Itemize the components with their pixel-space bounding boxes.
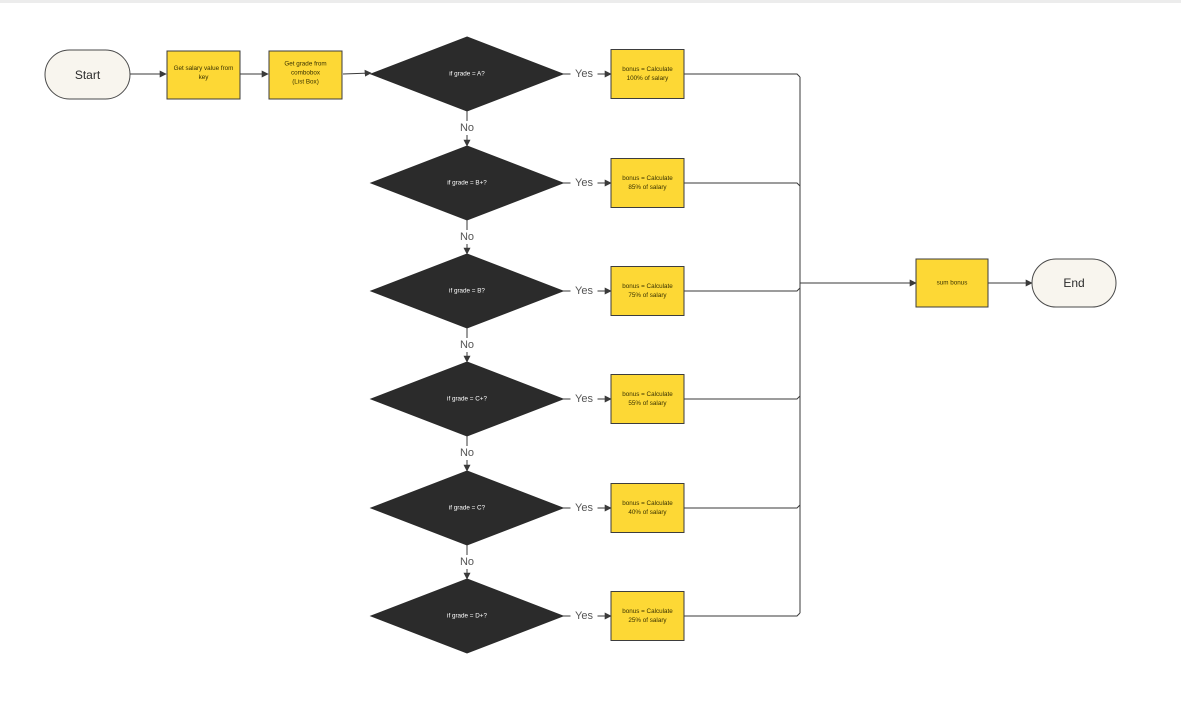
nodes-layer: Start Get salary value from key Get grade f… [44, 36, 1117, 654]
calc-to-merge-line [684, 395, 801, 400]
process-box-shape [610, 158, 685, 208]
decision-5[interactable]: if grade = C? [369, 470, 565, 546]
no-label-bg [457, 121, 477, 135]
decision-diamond-shape [369, 361, 565, 437]
bonus-calc-box-2[interactable]: bonus = Calculate 85% of salary [610, 158, 685, 208]
no-label-bg [457, 338, 477, 352]
no-label: No [460, 122, 474, 134]
step-get-salary-text: key [199, 74, 210, 81]
canvas-top-border [0, 0, 1181, 3]
bonus-calc-text: bonus = Calculate [622, 608, 673, 615]
decision-label: if grade = A? [449, 71, 485, 78]
decision-diamond-shape [369, 578, 565, 654]
decision-diamond-shape [369, 36, 565, 112]
bonus-calc-text: bonus = Calculate [622, 500, 673, 507]
sum-bonus-box[interactable]: sum bonus [915, 258, 989, 308]
calc-to-merge-line [684, 287, 801, 292]
step-get-salary-text: Get salary value from [174, 65, 234, 72]
yes-label: Yes [575, 68, 593, 80]
no-label: No [460, 447, 474, 459]
decision-diamond-shape [369, 145, 565, 221]
decision-3[interactable]: if grade = B? [369, 253, 565, 329]
decision-label: if grade = B? [449, 288, 485, 295]
grade-to-decision-arrow [342, 69, 372, 77]
calc-to-merge-line [684, 504, 801, 509]
yes-label: Yes [575, 502, 593, 514]
end-node[interactable]: End [1031, 258, 1117, 308]
yes-label: Yes [575, 177, 593, 189]
bonus-calc-text: 75% of salary [628, 292, 667, 299]
yes-label-bg [570, 67, 598, 81]
process-box-shape [268, 50, 343, 100]
bonus-calc-box-1[interactable]: bonus = Calculate 100% of salary [610, 49, 685, 99]
step-get-grade-text: combobox [291, 70, 321, 77]
process-box-shape [166, 50, 241, 100]
no-label: No [460, 231, 474, 243]
bonus-calc-box-6[interactable]: bonus = Calculate 25% of salary [610, 591, 685, 641]
end-terminal-shape [1031, 258, 1117, 308]
decision-label: if grade = C? [449, 505, 486, 512]
bonus-calc-text: 100% of salary [627, 75, 670, 82]
decision-1[interactable]: if grade = A? [369, 36, 565, 112]
process-box-shape [610, 49, 685, 99]
bonus-calc-text: bonus = Calculate [622, 175, 673, 182]
process-box-shape [610, 483, 685, 533]
no-label-bg [457, 230, 477, 244]
bonus-calc-box-5[interactable]: bonus = Calculate 40% of salary [610, 483, 685, 533]
decision-label: if grade = C+? [447, 396, 487, 403]
process-box-shape [610, 374, 685, 424]
yes-label: Yes [575, 393, 593, 405]
bonus-calc-text: 85% of salary [628, 184, 667, 191]
bonus-calc-box-4[interactable]: bonus = Calculate 55% of salary [610, 374, 685, 424]
yes-label-bg [570, 176, 598, 190]
bonus-calc-box-3[interactable]: bonus = Calculate 75% of salary [610, 266, 685, 316]
start-terminal-shape [44, 49, 131, 100]
calc-to-merge-line [684, 612, 801, 617]
decision-label: if grade = D+? [447, 613, 487, 620]
step-get-grade-box[interactable]: Get grade from combobox (List Box) [268, 50, 343, 100]
yes-label: Yes [575, 285, 593, 297]
yes-label-bg [570, 392, 598, 406]
decision-diamond-shape [369, 253, 565, 329]
bonus-calc-text: 40% of salary [628, 509, 667, 516]
step-get-grade-text: (List Box) [292, 79, 319, 86]
bonus-calc-text: 25% of salary [628, 617, 667, 624]
yes-label-bg [570, 284, 598, 298]
process-box-shape [610, 266, 685, 316]
yes-label: Yes [575, 610, 593, 622]
start-node[interactable]: Start [44, 49, 131, 100]
bonus-calc-text: bonus = Calculate [622, 66, 673, 73]
process-box-shape [915, 258, 989, 308]
decision-4[interactable]: if grade = C+? [369, 361, 565, 437]
yes-label-bg [570, 609, 598, 623]
no-label-bg [457, 555, 477, 569]
calc-to-merge-line [684, 73, 801, 78]
decision-label: if grade = B+? [447, 180, 487, 187]
no-label: No [460, 556, 474, 568]
yes-label-bg [570, 501, 598, 515]
calc-to-merge-line [684, 182, 801, 187]
bonus-calc-text: bonus = Calculate [622, 283, 673, 290]
decision-diamond-shape [369, 470, 565, 546]
decision-6[interactable]: if grade = D+? [369, 578, 565, 654]
step-get-salary-box[interactable]: Get salary value from key [166, 50, 241, 100]
no-label: No [460, 339, 474, 351]
sum-bonus-label: sum bonus [937, 280, 968, 287]
no-label-bg [457, 446, 477, 460]
start-label: Start [75, 68, 101, 82]
bonus-calc-text: 55% of salary [628, 400, 667, 407]
decision-2[interactable]: if grade = B+? [369, 145, 565, 221]
end-label: End [1063, 276, 1084, 290]
step-get-grade-text: Get grade from [284, 61, 326, 68]
bonus-calc-text: bonus = Calculate [622, 391, 673, 398]
process-box-shape [610, 591, 685, 641]
